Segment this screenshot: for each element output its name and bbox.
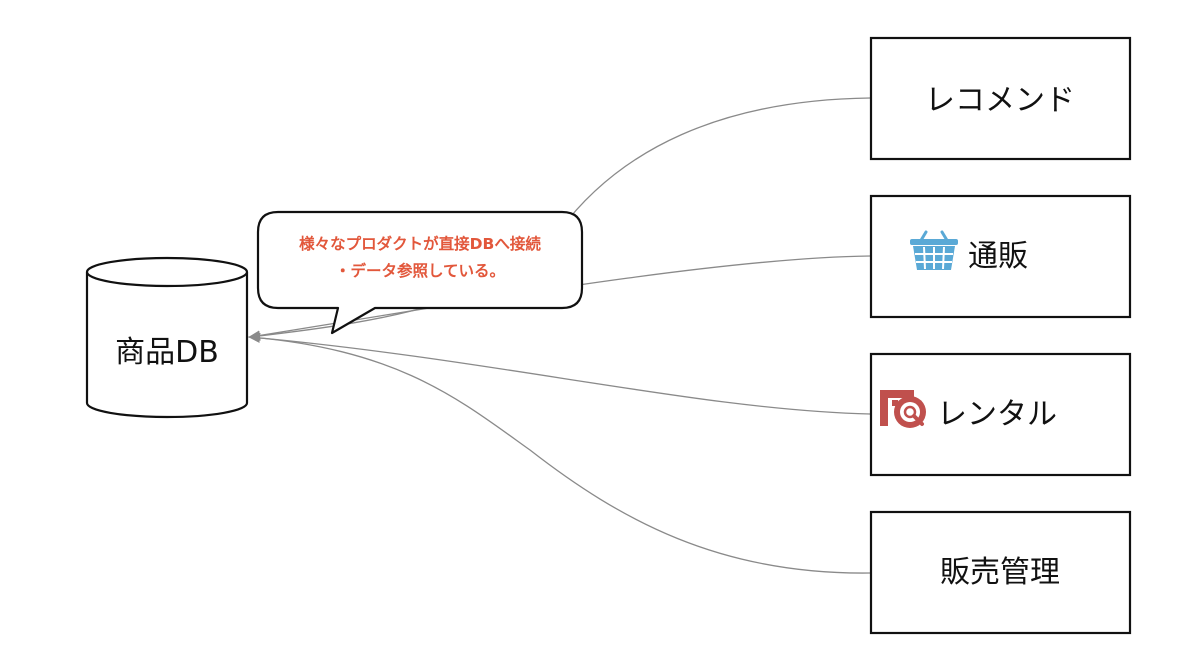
cylinder-body <box>85 272 249 419</box>
connector-rental <box>248 332 871 415</box>
shopping-basket-icon <box>910 230 958 270</box>
product-box-recommend[interactable]: レコメンド <box>869 36 1132 161</box>
callout-bubble: 様々なプロダクトが直接DBへ接続 ・データ参照している。 <box>256 210 584 335</box>
rental-disc-search-icon <box>880 390 926 428</box>
callout-line-2: ・データ参照している。 <box>335 261 505 280</box>
product-label-sales-management: 販売管理 <box>940 555 1060 590</box>
product-box-ecommerce[interactable]: 通販 <box>869 194 1132 319</box>
product-box-frame <box>869 194 1132 319</box>
database-label: 商品DB <box>115 335 219 370</box>
product-label-ecommerce: 通販 <box>968 239 1028 274</box>
connector-sales-management <box>248 332 871 574</box>
connectors <box>248 97 871 574</box>
product-box-rental[interactable]: レンタル <box>869 352 1132 477</box>
product-box-frame <box>869 36 1132 161</box>
database-cylinder[interactable]: 商品DB <box>85 256 249 419</box>
product-box-frame <box>869 510 1132 635</box>
callout-line-1: 様々なプロダクトが直接DBへ接続 <box>299 234 541 253</box>
product-label-recommend: レコメンド <box>925 83 1075 118</box>
product-box-sales-management[interactable]: 販売管理 <box>869 510 1132 635</box>
callout-shape <box>256 210 584 335</box>
product-label-rental: レンタル <box>937 397 1057 432</box>
cylinder-top <box>85 256 249 288</box>
